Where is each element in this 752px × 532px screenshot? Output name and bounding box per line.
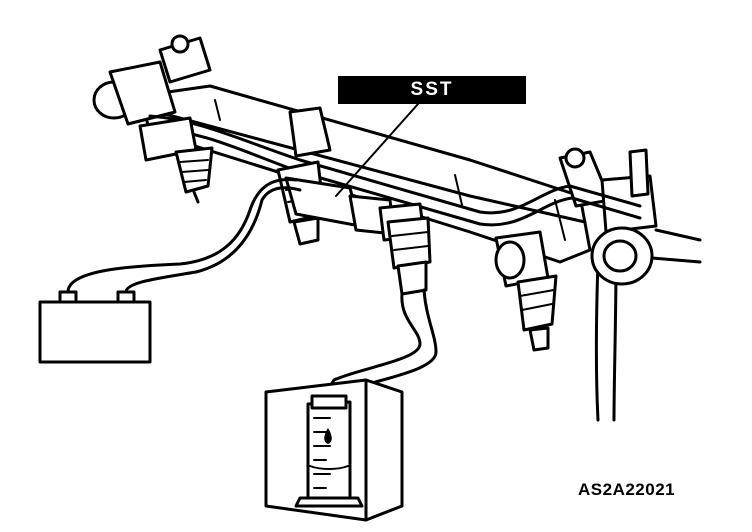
fuel-rail: [92, 34, 702, 286]
measuring-container: [264, 378, 404, 522]
battery: [38, 290, 152, 364]
injector-right: [494, 230, 558, 352]
injector-under-test: [386, 216, 432, 296]
injector-left: [138, 116, 214, 204]
sst-leader-line: [335, 103, 419, 197]
sst-label: SST: [338, 76, 526, 104]
return-hose: [595, 260, 618, 422]
battery-leads: [66, 178, 302, 294]
figure-code: AS2A22021: [578, 480, 676, 499]
